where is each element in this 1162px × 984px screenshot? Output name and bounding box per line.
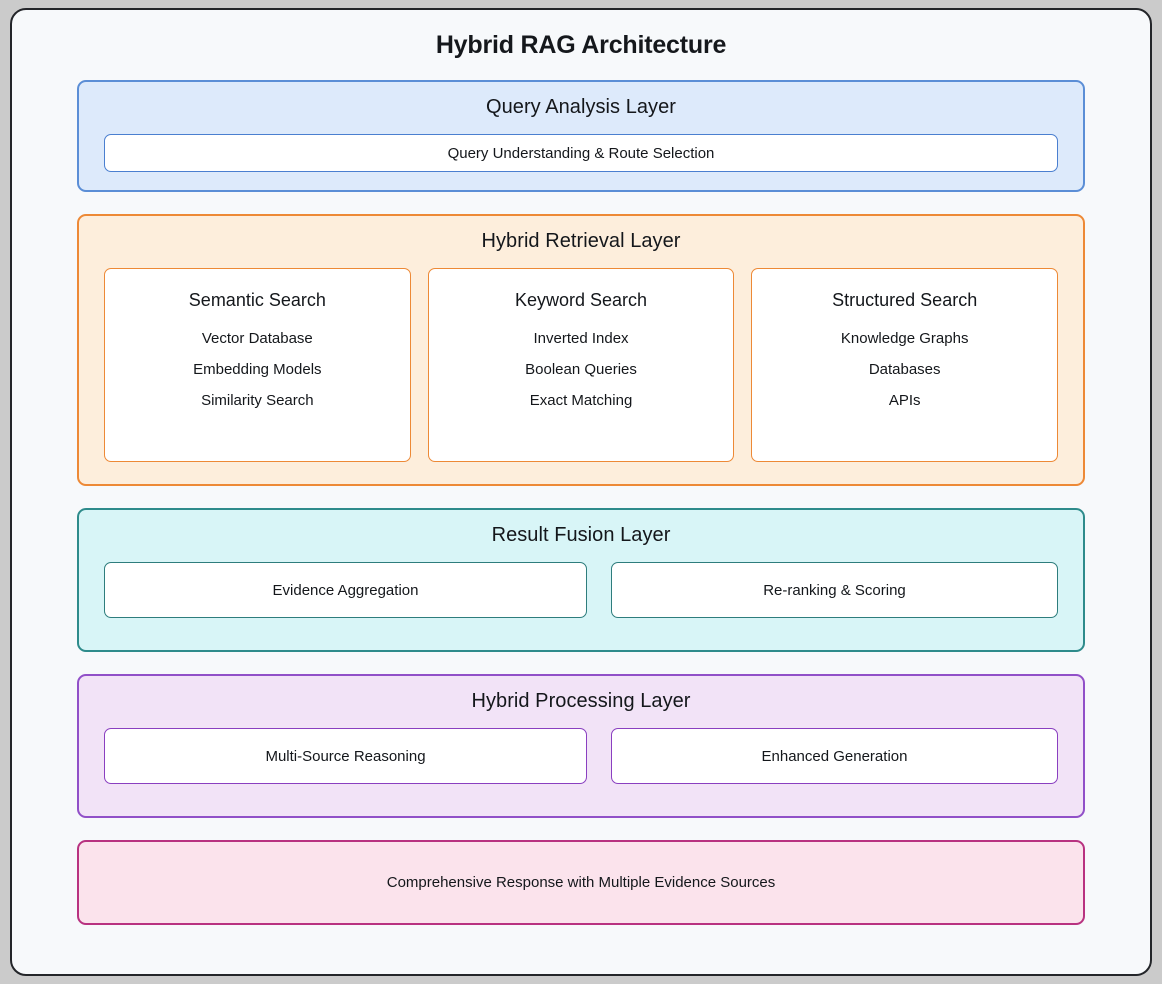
processing-card-row: Multi-Source Reasoning Enhanced Generati…: [104, 728, 1058, 784]
column-item: Similarity Search: [201, 392, 314, 409]
layer-hybrid-processing: Hybrid Processing Layer Multi-Source Rea…: [77, 674, 1085, 818]
card-re-ranking-scoring[interactable]: Re-ranking & Scoring: [611, 562, 1058, 618]
column-item: Inverted Index: [533, 330, 629, 347]
card-multi-source-reasoning[interactable]: Multi-Source Reasoning: [104, 728, 587, 784]
retrieval-column-keyword-search[interactable]: Keyword Search Inverted Index Boolean Qu…: [427, 268, 735, 462]
column-heading: Structured Search: [832, 290, 978, 310]
layer-title-hybrid-processing: Hybrid Processing Layer: [471, 690, 691, 712]
card-enhanced-generation[interactable]: Enhanced Generation: [611, 728, 1058, 784]
column-item: Boolean Queries: [525, 361, 637, 378]
layer-title-result-fusion: Result Fusion Layer: [491, 524, 671, 546]
layer-title-query-analysis: Query Analysis Layer: [486, 96, 676, 118]
layer-result-fusion: Result Fusion Layer Evidence Aggregation…: [77, 508, 1085, 652]
column-heading: Keyword Search: [514, 290, 648, 310]
layer-query-analysis: Query Analysis Layer Query Understanding…: [77, 80, 1085, 192]
column-item: Vector Database: [201, 330, 313, 347]
layer-hybrid-retrieval: Hybrid Retrieval Layer Semantic Search V…: [77, 214, 1085, 486]
card-query-understanding[interactable]: Query Understanding & Route Selection: [104, 134, 1058, 172]
layer-output-response: Comprehensive Response with Multiple Evi…: [77, 840, 1085, 925]
column-item: Knowledge Graphs: [840, 330, 969, 347]
column-item: Databases: [868, 361, 941, 378]
layer-title-hybrid-retrieval: Hybrid Retrieval Layer: [481, 230, 681, 252]
diagram-title: Hybrid RAG Architecture: [435, 31, 727, 59]
retrieval-column-semantic-search[interactable]: Semantic Search Vector Database Embeddin…: [104, 268, 411, 462]
fusion-card-row: Evidence Aggregation Re-ranking & Scorin…: [104, 562, 1058, 618]
diagram-frame: Hybrid RAG Architecture Query Analysis L…: [10, 8, 1152, 976]
card-evidence-aggregation[interactable]: Evidence Aggregation: [104, 562, 587, 618]
retrieval-columns: Semantic Search Vector Database Embeddin…: [104, 268, 1059, 462]
column-item: Exact Matching: [529, 392, 633, 409]
retrieval-column-structured-search[interactable]: Structured Search Knowledge Graphs Datab…: [751, 268, 1059, 462]
column-item: APIs: [888, 392, 921, 409]
output-response-text: Comprehensive Response with Multiple Evi…: [386, 874, 776, 891]
column-item: Embedding Models: [193, 361, 322, 378]
column-heading: Semantic Search: [188, 290, 326, 310]
layer-stack: Query Analysis Layer Query Understanding…: [12, 80, 1150, 925]
